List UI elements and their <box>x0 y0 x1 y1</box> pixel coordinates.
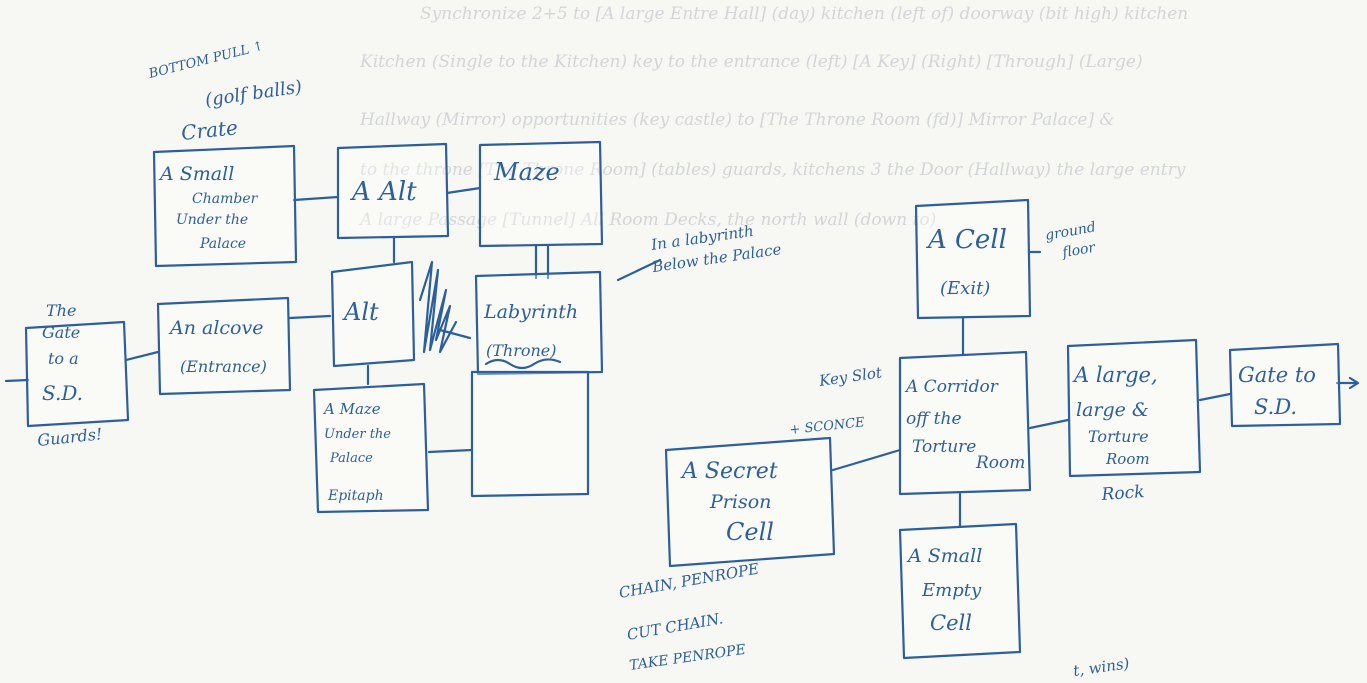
room-label: A large, large & Torture Room <box>1072 363 1164 468</box>
room-alt-mid: Alt <box>330 260 416 368</box>
connector-secret-corridor <box>831 448 902 472</box>
room-corridor: A Corridor off the Torture Room <box>898 350 1032 496</box>
note-bottom-partial: t, wins) <box>1072 654 1131 680</box>
ghost-line: Hallway (Mirror) opportunities (key cast… <box>360 110 1115 130</box>
room-alt-top: A Alt <box>336 142 450 240</box>
connector-torture-gate <box>1198 392 1232 402</box>
room-empty-cell: A Small Empty Cell <box>898 522 1022 660</box>
room-gate-left: The Gate to a S.D. <box>24 301 130 428</box>
note-key-slot: Key Slot <box>817 363 884 390</box>
ghost-line: to the throne [The Throne Room] (tables)… <box>360 160 1186 180</box>
note-chain-penrope: CHAIN, PENROPE <box>618 560 761 602</box>
room-small-chamber: A Small Chamber Under the Palace <box>152 144 298 268</box>
scribble-mark <box>418 260 472 354</box>
room-label: Maze <box>493 158 560 186</box>
room-gate-right: Gate to S.D. <box>1228 342 1342 428</box>
room-cell: A Cell (Exit) <box>914 198 1032 320</box>
note-sconce: + SCONCE <box>789 415 866 438</box>
room-blank <box>470 370 590 498</box>
room-label: A Alt <box>350 177 417 207</box>
room-maze-top: Maze <box>478 140 604 248</box>
note-cut-chain: CUT CHAIN. <box>626 609 725 644</box>
note-bottom-pull: BOTTOM PULL ↑ <box>146 39 265 82</box>
note-ground-floor: ground floor <box>1044 219 1105 264</box>
ghost-line: Kitchen (Single to the Kitchen) key to t… <box>360 52 1143 72</box>
room-alcove: An alcove (Entrance) <box>156 296 292 396</box>
note-golf-balls: (golf balls) <box>204 77 304 111</box>
connector-corridor-torture <box>1028 418 1070 430</box>
note-guards: Guards! <box>36 424 103 450</box>
room-label: An alcove (Entrance) <box>168 317 270 376</box>
connector-alt-maze <box>445 186 482 195</box>
room-label: A Cell (Exit) <box>926 225 1015 299</box>
note-take-penrope: TAKE PENROPE <box>628 642 746 674</box>
connectors <box>4 186 1360 529</box>
note-crate: Crate <box>180 115 239 145</box>
note-rock: Rock <box>1100 482 1145 505</box>
note-labyrinth: In a labyrinth Below the Palace <box>647 218 782 276</box>
labyrinth-note-pointer <box>616 258 662 282</box>
room-torture: A large, large & Torture Room <box>1066 338 1202 478</box>
room-labyrinth: Labyrinth (Throne) <box>474 270 604 376</box>
room-label: A Corridor off the Torture Room <box>904 377 1025 473</box>
room-label: Alt <box>342 298 379 326</box>
room-secret-cell: A Secret Prison Cell <box>664 436 836 568</box>
bleed-through-text: Synchronize 2+5 to [A large Entre Hall] … <box>0 0 1367 330</box>
connector-gate-alcove <box>124 350 160 362</box>
connector-exit-arrow <box>1335 376 1360 390</box>
ghost-line: A large Passage [Tunnel] All Room Decks,… <box>360 210 937 230</box>
connector-entry <box>4 378 30 383</box>
ghost-line: Synchronize 2+5 to [A large Entre Hall] … <box>420 4 1189 24</box>
room-label: A Small Chamber Under the Palace <box>158 163 263 252</box>
room-label: The Gate to a S.D. <box>42 301 85 405</box>
room-maze-under: A Maze Under the Palace Epitaph <box>312 382 430 514</box>
room-label: Labyrinth (Throne) <box>483 301 584 360</box>
room-label: A Secret Prison Cell <box>680 459 785 546</box>
connector-alcove-alt <box>288 314 332 320</box>
connector-mazeunder-blank <box>427 448 474 454</box>
room-label: A Small Empty Cell <box>906 545 988 635</box>
room-label: A Maze Under the Palace Epitaph <box>322 400 396 504</box>
connector-chamber-alt <box>292 195 340 202</box>
room-label: Gate to S.D. <box>1238 363 1323 419</box>
